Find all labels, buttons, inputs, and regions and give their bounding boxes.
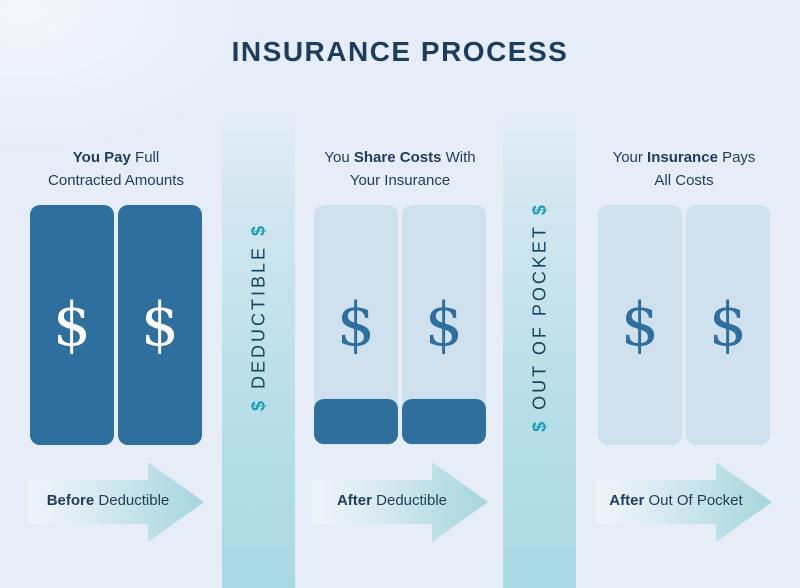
heading-text-post: With Your Insurance (349, 149, 476, 189)
dollar-icon: $ (248, 398, 268, 412)
bar-group: $ $ (598, 205, 770, 445)
arrow-label-rest: Deductible (94, 492, 170, 509)
heading-text-post: Full Contracted Amounts (48, 149, 184, 189)
dollar-icon: $ (529, 418, 549, 432)
dollar-sign: $ (140, 290, 180, 360)
section-before-deductible: You Pay Full Contracted Amounts $ $ (28, 0, 204, 588)
cost-bar: $ (30, 205, 114, 445)
arrow-label: After Deductible (312, 492, 472, 509)
cost-bar: $ (314, 205, 398, 445)
arrow-label-bold: Before (46, 492, 95, 509)
cost-bar: $ (686, 205, 770, 445)
dollar-icon: $ (248, 222, 268, 236)
paid-portion (402, 399, 486, 444)
arrow-label-bold: After (609, 492, 645, 509)
flow-arrow: After Deductible (312, 462, 488, 542)
dollar-sign: $ (708, 290, 748, 360)
heading-text-bold: Insurance (647, 149, 718, 166)
flow-arrow: Before Deductible (28, 462, 204, 542)
divider-word: DEDUCTIBLE (248, 244, 268, 390)
section-after-out-of-pocket: Your Insurance Pays All Costs $ $ (596, 0, 772, 588)
page-title: INSURANCE PROCESS (231, 36, 569, 67)
cost-bar: $ (118, 205, 202, 445)
cost-bar: $ (598, 205, 682, 445)
section-after-deductible: You Share Costs With Your Insurance $ $ (312, 0, 488, 588)
heading-text-post: Pays All Costs (654, 149, 756, 189)
dollar-sign: $ (620, 290, 660, 360)
divider-word: OUT OF POCKET (529, 224, 549, 410)
divider-label: $ DEDUCTIBLE $ (248, 223, 269, 411)
divider-out-of-pocket: $ OUT OF POCKET $ (503, 108, 576, 588)
section-heading: You Share Costs With Your Insurance (320, 146, 480, 192)
dollar-sign: $ (336, 290, 376, 360)
heading-text-pre: You (324, 149, 354, 166)
divider-deductible: $ DEDUCTIBLE $ (222, 108, 295, 588)
arrow-right-icon (312, 462, 488, 542)
bar-group: $ $ (314, 205, 486, 445)
bar-group: $ $ (30, 205, 202, 445)
dollar-sign: $ (52, 290, 92, 360)
arrow-right-icon (28, 462, 204, 542)
section-heading: You Pay Full Contracted Amounts (36, 146, 196, 192)
arrow-right-icon (596, 462, 772, 542)
arrow-label: Before Deductible (28, 492, 188, 509)
section-heading: Your Insurance Pays All Costs (604, 146, 764, 192)
dollar-sign: $ (424, 290, 464, 360)
arrow-label-rest: Out Of Pocket (644, 492, 743, 509)
heading-text-bold: Share Costs (353, 149, 442, 166)
arrow-label: After Out Of Pocket (596, 492, 756, 509)
cost-bar: $ (402, 205, 486, 445)
flow-arrow: After Out Of Pocket (596, 462, 772, 542)
heading-text-bold: You Pay (72, 149, 131, 166)
divider-label: $ OUT OF POCKET $ (529, 202, 550, 432)
paid-portion (314, 399, 398, 444)
heading-text-pre: Your (612, 149, 648, 166)
dollar-icon: $ (529, 202, 549, 216)
arrow-label-rest: Deductible (371, 492, 448, 509)
arrow-label-bold: After (336, 492, 372, 509)
